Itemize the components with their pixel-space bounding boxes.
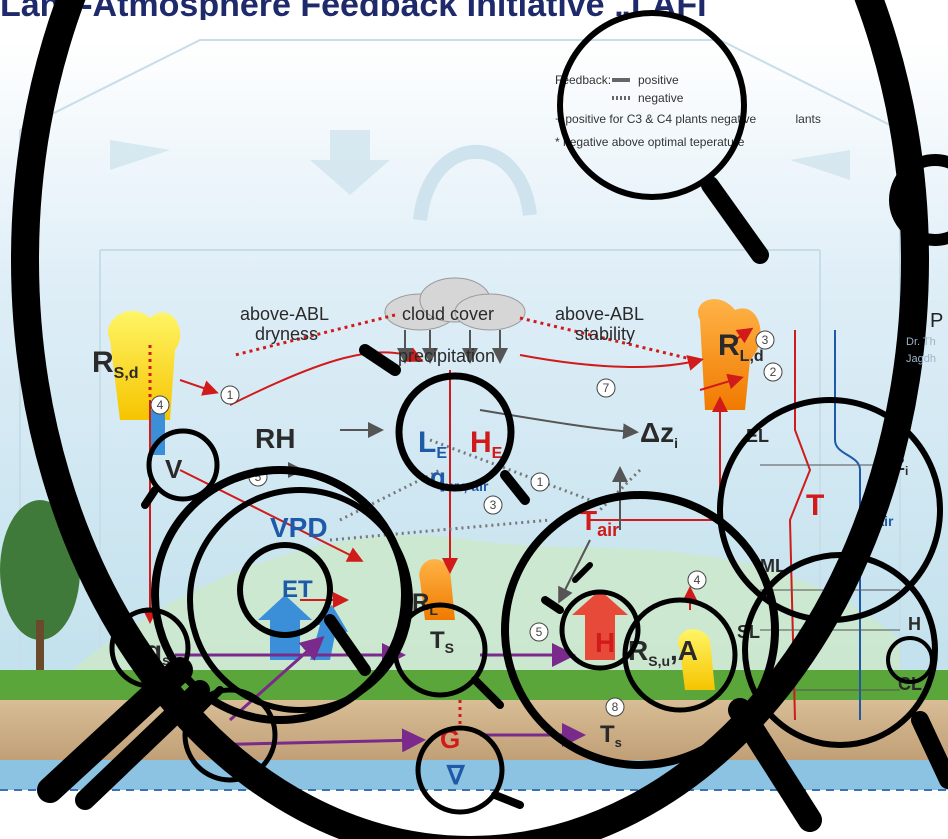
legend-positive: positive — [638, 73, 679, 87]
nabla-label: ∇ — [446, 760, 466, 790]
edge-lens — [889, 154, 948, 246]
svg-text:2: 2 — [770, 365, 777, 379]
et-label: ET — [282, 576, 313, 603]
le-label: LE — [418, 426, 447, 462]
longwave-down-glow — [698, 299, 761, 410]
background-loop-arrow — [413, 144, 537, 221]
side-author-line-1: Dr. Th — [906, 336, 936, 348]
ts-label: TS — [430, 627, 454, 656]
precipitation-label: precipitation — [398, 346, 495, 366]
purple-arrows — [175, 636, 586, 753]
h-side-label: H — [908, 614, 921, 634]
v-label: V — [165, 454, 183, 484]
layer-lens — [742, 552, 938, 748]
et-lens-3 — [237, 542, 333, 638]
above-abl-dryness-label-1: above-ABL — [240, 304, 329, 324]
rsu-lens — [622, 597, 738, 713]
circled-number-text: 1 4 5 3 2 7 1 5 4 8 3 — [157, 333, 777, 714]
t-profile-label: T — [806, 489, 824, 522]
qls-lens — [182, 687, 278, 783]
et-lens-1 — [151, 466, 409, 724]
cloud — [384, 277, 526, 331]
svg-text:1: 1 — [537, 475, 544, 489]
dotted-red-arrows — [148, 313, 696, 725]
dzi-label: Δzi — [640, 417, 678, 451]
h-lens — [501, 491, 779, 769]
above-abl-dryness-label-2: dryness — [255, 324, 318, 344]
v-lens — [146, 428, 220, 502]
legend-negative: negative — [638, 91, 684, 105]
rsd-label: RS,d — [92, 346, 139, 382]
svg-text:3: 3 — [762, 333, 769, 347]
legend-feedback-label: Feedback: — [555, 73, 611, 87]
h-label: H — [595, 627, 615, 658]
svg-text:7: 7 — [603, 381, 610, 395]
h-small-lens — [559, 589, 641, 671]
magnifier-handles — [37, 176, 948, 832]
le-he-lens — [395, 372, 515, 492]
background-arrows — [110, 130, 850, 195]
tair-label: Tair — [580, 505, 619, 540]
rsu-a-label: RS,u,A — [628, 635, 698, 669]
legend-temp-note: * negative above optimal teperature — [555, 135, 745, 149]
water-table — [0, 760, 948, 790]
legend-lens — [557, 10, 747, 200]
shortwave-down-glow — [108, 310, 181, 420]
ts-lens — [392, 602, 488, 698]
rh-label: RH — [255, 423, 295, 454]
nabla-lens — [415, 725, 505, 815]
vpd-label: VPD — [270, 512, 328, 543]
svg-text:8: 8 — [612, 700, 619, 714]
et-lens-2 — [187, 487, 413, 713]
ml-label: ML — [760, 556, 786, 576]
svg-text:1: 1 — [227, 388, 234, 402]
svg-text:5: 5 — [536, 625, 543, 639]
gray-dotted-arrows — [329, 438, 642, 542]
side-author-line-2: Jagdh — [906, 353, 936, 365]
tree — [0, 500, 80, 640]
cl-lens — [886, 636, 934, 684]
et-flux-arrow — [258, 595, 312, 660]
page-title: Land-Atmosphere Feedback Initiative „LAF… — [0, 0, 707, 20]
rld-label: RL,d — [718, 329, 764, 365]
svg-text:5: 5 — [255, 470, 262, 484]
ts2-label: Ts — [600, 721, 622, 750]
svg-text:3: 3 — [490, 498, 497, 512]
svg-text:4: 4 — [157, 398, 164, 412]
profile-lens — [717, 397, 943, 623]
cloud-cover-label: cloud cover — [402, 304, 494, 324]
rsu-glow — [677, 629, 715, 690]
svg-text:4: 4 — [694, 573, 701, 587]
big-lens — [11, 0, 929, 839]
tree-trunk — [36, 620, 44, 670]
h-flux-arrow — [572, 590, 628, 660]
he-label: HE — [470, 426, 503, 462]
side-p-label: P — [930, 310, 944, 332]
above-abl-stability-label-1: above-ABL — [555, 304, 644, 324]
profile-lines — [788, 330, 861, 721]
magnifier-lenses — [11, 0, 948, 839]
above-abl-stability-label-2: stability — [575, 324, 635, 344]
